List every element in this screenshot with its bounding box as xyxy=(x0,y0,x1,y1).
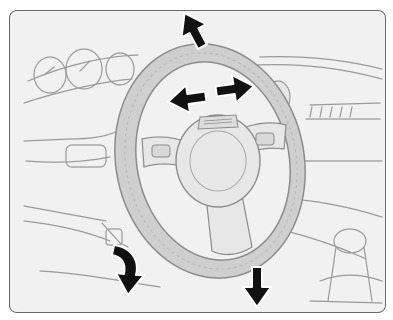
lever-release-arrow-icon xyxy=(112,245,144,295)
illustration-frame xyxy=(9,10,386,313)
steering-wheel-illustration xyxy=(10,11,385,312)
